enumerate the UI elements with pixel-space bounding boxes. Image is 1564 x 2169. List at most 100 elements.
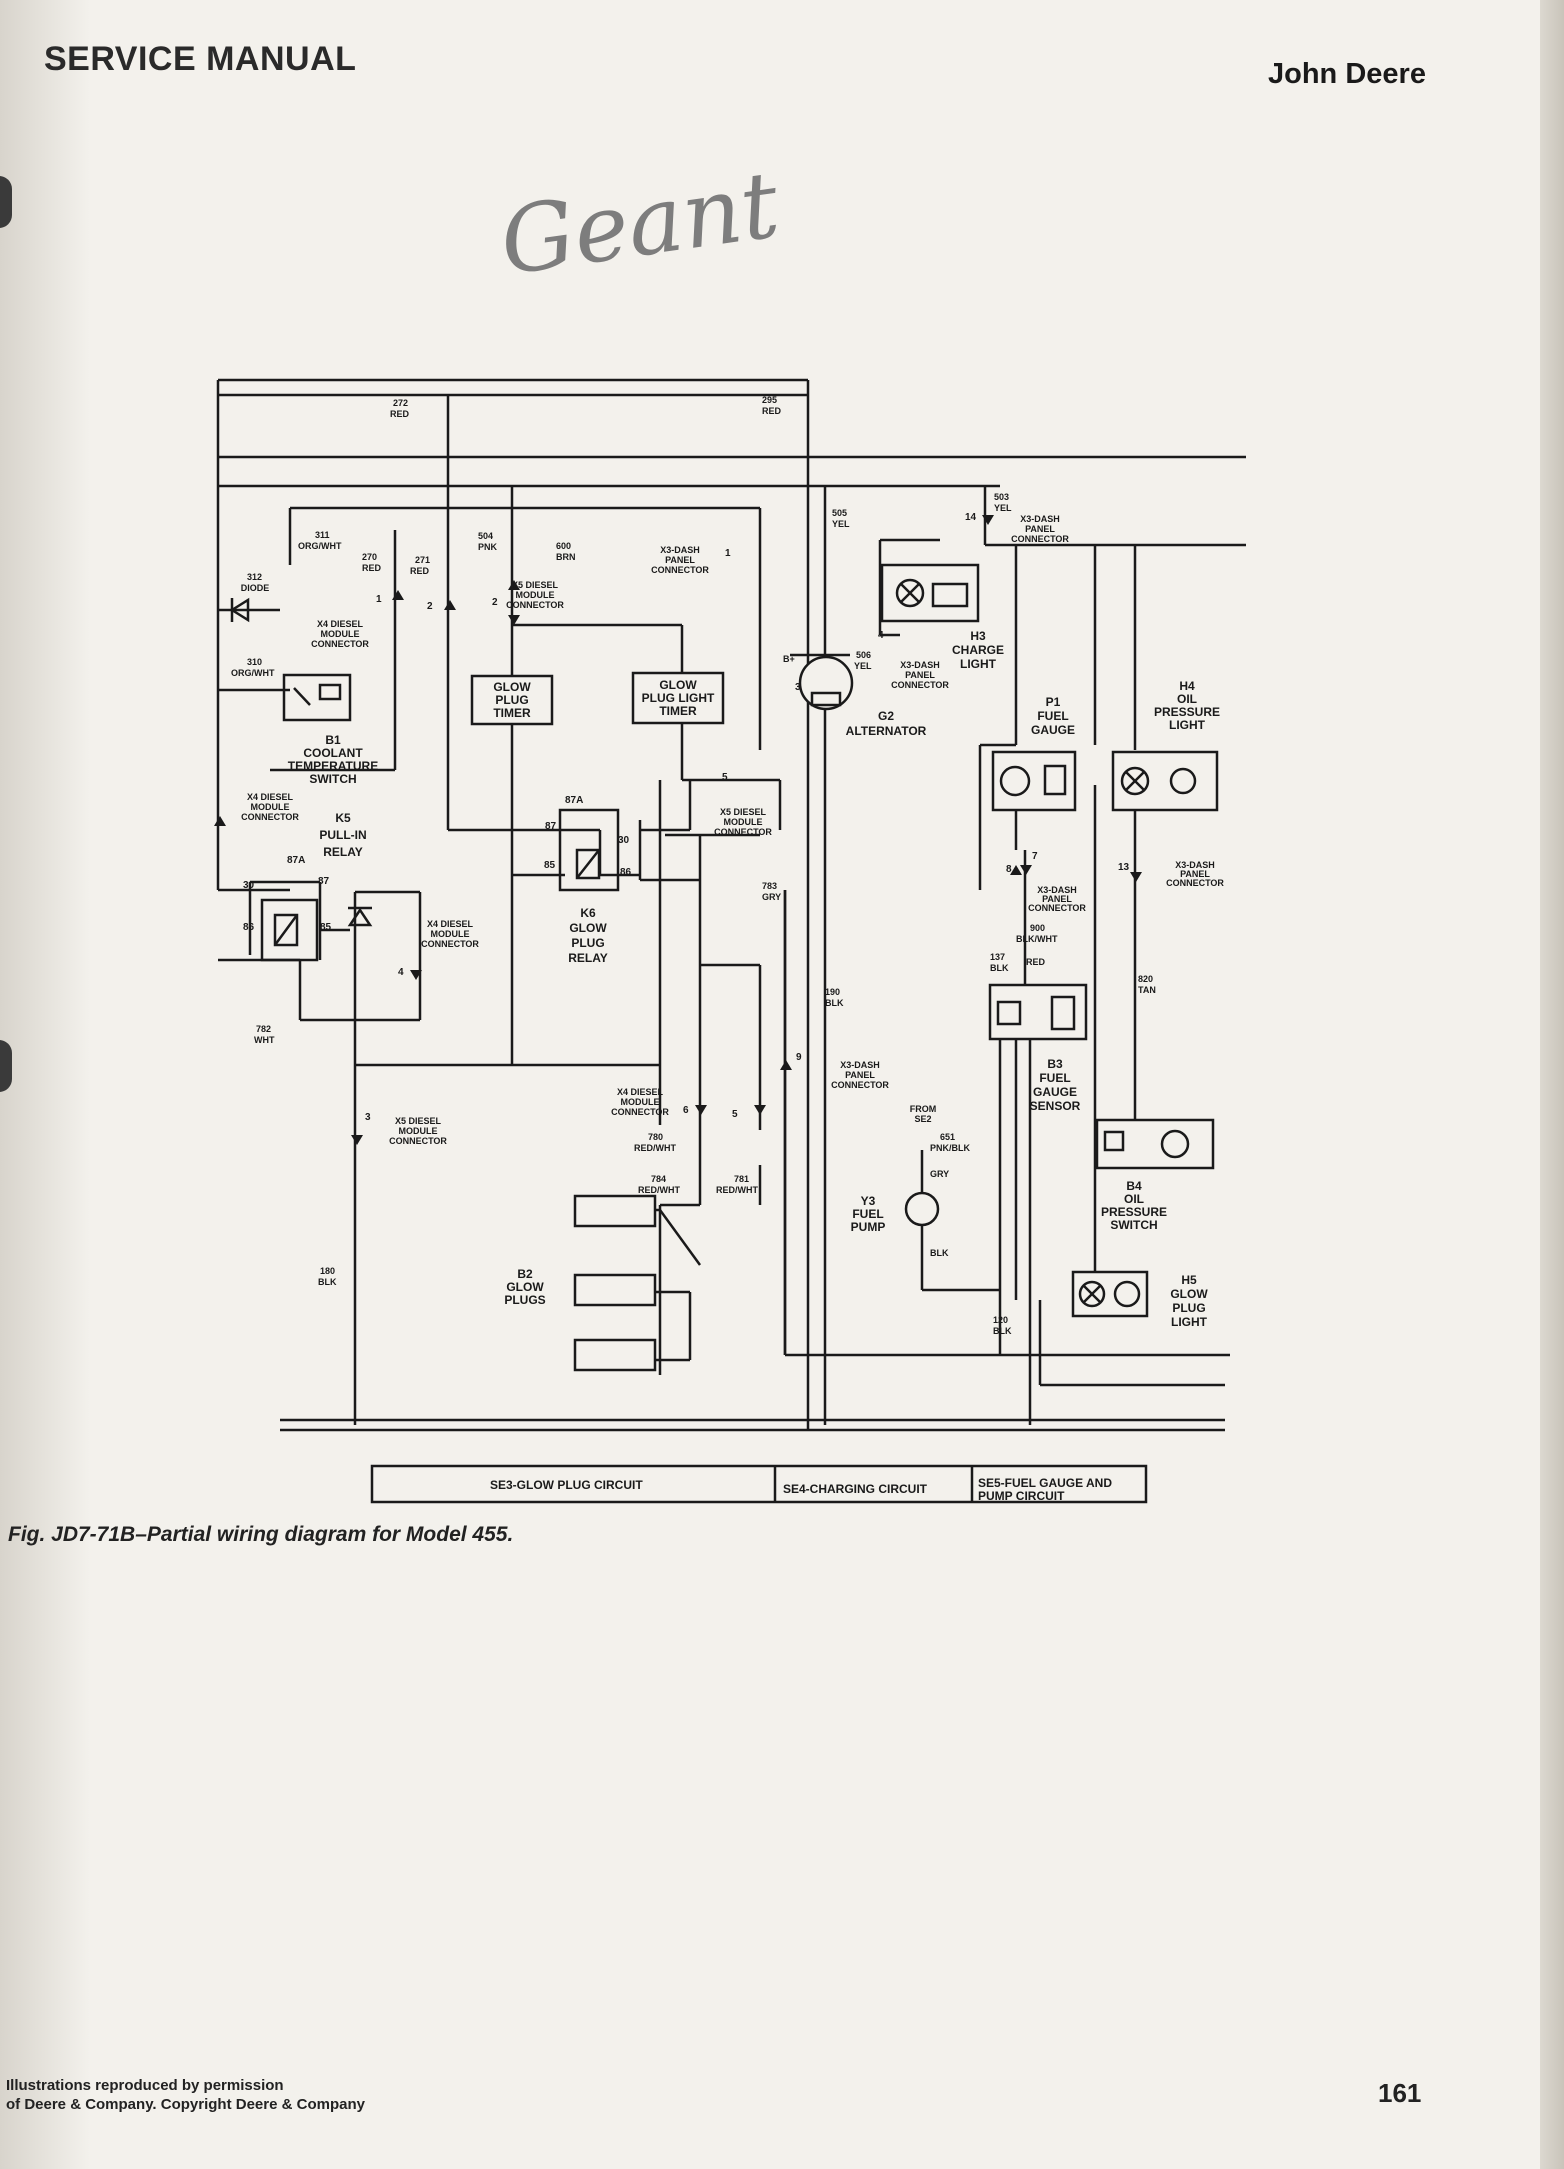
- relay-k5-86: 86: [243, 922, 255, 933]
- x3-connector-d-line1: X3-DASH: [1037, 885, 1077, 895]
- relay-k6-87a: 87A: [565, 795, 583, 806]
- pin-2b: 2: [492, 597, 498, 608]
- relay-k6-30: 30: [618, 835, 630, 846]
- wire-783-number: 783: [762, 881, 777, 891]
- binder-hole: [0, 1040, 12, 1092]
- b3-label-line3: GAUGE: [1033, 1085, 1077, 1099]
- circuit-se4-label: SE4-CHARGING CIRCUIT: [783, 1482, 928, 1496]
- wire-651-number: 651: [940, 1132, 955, 1142]
- wire-270-color: RED: [362, 563, 382, 573]
- coolant-temp-switch-box: [282, 673, 352, 722]
- x3-connector-a-line3: CONNECTOR: [651, 565, 709, 575]
- wire-310-number: 310: [247, 657, 262, 667]
- wire-295-number: 295: [762, 395, 777, 405]
- p1-label-line1: P1: [1046, 695, 1061, 709]
- x3-connector-a-line2: PANEL: [665, 555, 695, 565]
- connector-arrow: [754, 1105, 766, 1115]
- glow-plug-light-timer-line1: GLOW: [659, 678, 697, 692]
- footer-credit-line2: of Deere & Company. Copyright Deere & Co…: [6, 2096, 365, 2113]
- x3-connector-e-line3: CONNECTOR: [1166, 878, 1224, 888]
- x4-connector-a-line3: CONNECTOR: [311, 639, 369, 649]
- pin-2: 2: [427, 601, 433, 612]
- connector-arrow: [508, 580, 520, 590]
- footer-credit-line1: Illustrations reproduced by permission: [6, 2077, 284, 2094]
- k5-pull-in-relay-box: [260, 898, 319, 962]
- wire-295-color: RED: [762, 406, 782, 416]
- connector-arrow: [780, 1060, 792, 1070]
- wire-784-color: RED/WHT: [638, 1185, 680, 1195]
- k6-label-line2: GLOW: [569, 921, 607, 935]
- connector-arrow: [1130, 872, 1142, 882]
- b2-label-line3: PLUGS: [504, 1293, 545, 1307]
- wire-120-number: 120: [993, 1315, 1008, 1325]
- pin-5: 5: [722, 772, 728, 783]
- wire-311-number: 311: [315, 530, 330, 540]
- b4-label-line4: SWITCH: [1110, 1218, 1157, 1232]
- x3-connector-f-line3: CONNECTOR: [831, 1080, 889, 1090]
- glow-plug-light-timer-line2: PLUG LIGHT: [642, 691, 715, 705]
- wire-120-color: BLK: [993, 1326, 1012, 1336]
- circuit-se5-label-line1: SE5-FUEL GAUGE AND: [978, 1476, 1112, 1490]
- h4-label-line3: PRESSURE: [1154, 705, 1220, 719]
- h5-label-line2: GLOW: [1170, 1287, 1208, 1301]
- relay-k6-87: 87: [545, 821, 557, 832]
- x3-connector-c-line1: X3-DASH: [900, 660, 940, 670]
- manual-title: SERVICE MANUAL: [44, 40, 357, 78]
- k6-label-line1: K6: [580, 906, 596, 920]
- h4-label-line4: LIGHT: [1169, 718, 1206, 732]
- connector-arrows: [214, 515, 1142, 1145]
- wire-782-color: WHT: [254, 1035, 275, 1045]
- connector-arrow: [392, 590, 404, 600]
- pin-8: 8: [1006, 864, 1012, 875]
- relay-k5-87: 87: [318, 876, 330, 887]
- connector-arrow: [982, 515, 994, 525]
- diode-312: [229, 597, 250, 623]
- glow-plug-timer-line1: GLOW: [493, 680, 531, 694]
- k5-label-line2: PULL-IN: [319, 828, 366, 842]
- b3-label-line2: FUEL: [1039, 1071, 1070, 1085]
- x4-connector-c-line1: X4 DIESEL: [427, 919, 474, 929]
- x3-connector-e-line1: X3-DASH: [1175, 860, 1215, 870]
- circuit-legend-strip: [370, 1464, 1148, 1504]
- y3-label-line3: PUMP: [851, 1220, 886, 1234]
- x4-connector-a-line2: MODULE: [321, 629, 360, 639]
- wire-190-number: 190: [825, 987, 840, 997]
- binding-shadow: [0, 0, 90, 2169]
- from-se2-line1: FROM: [910, 1104, 937, 1114]
- wire-b-plus-label: B+: [783, 654, 795, 664]
- wire-gry-label: GRY: [930, 1169, 949, 1179]
- k6-label-line4: RELAY: [568, 951, 608, 965]
- y3-label-line2: FUEL: [852, 1207, 883, 1221]
- relay-k6-86: 86: [620, 867, 632, 878]
- pin-1: 1: [376, 594, 382, 605]
- glow-plug-light-timer-box: [631, 671, 725, 725]
- pin-6: 6: [683, 1105, 689, 1116]
- fuel-gauge-box: [991, 750, 1077, 812]
- wire-271-number: 271: [415, 555, 430, 565]
- h4-label-line1: H4: [1179, 679, 1195, 693]
- b4-label-line2: OIL: [1124, 1192, 1144, 1206]
- x4-connector-b-line3: CONNECTOR: [241, 812, 299, 822]
- footer-credit: Illustrations reproduced by permission o…: [6, 2076, 365, 2114]
- x5-connector-b-line1: X5 DIESEL: [720, 807, 767, 817]
- figure-caption: Fig. JD7-71B–Partial wiring diagram for …: [8, 1523, 514, 1546]
- g2-label-line2: ALTERNATOR: [846, 724, 927, 738]
- b3-label-line4: SENSOR: [1030, 1099, 1081, 1113]
- fuel-pump-symbol: [904, 1191, 940, 1227]
- x4-connector-b-line1: X4 DIESEL: [247, 792, 294, 802]
- glow-plugs-symbol: [573, 1194, 657, 1372]
- wire-272-color: RED: [390, 409, 410, 419]
- k6-label-line3: PLUG: [571, 936, 604, 950]
- x4-connector-c-line3: CONNECTOR: [421, 939, 479, 949]
- pin-5b: 5: [732, 1109, 738, 1120]
- b4-label-line3: PRESSURE: [1101, 1205, 1167, 1219]
- wire-506-color: YEL: [854, 661, 872, 671]
- x4-connector-c-line2: MODULE: [431, 929, 470, 939]
- k5-label-line1: K5: [335, 811, 351, 825]
- wire-505-number: 505: [832, 508, 847, 518]
- wire-505-color: YEL: [832, 519, 850, 529]
- wire-600-color: BRN: [556, 552, 576, 562]
- relay-k5-85: 85: [320, 922, 332, 933]
- b1-label-line2: COOLANT: [303, 746, 363, 760]
- relay-diode: [347, 906, 373, 927]
